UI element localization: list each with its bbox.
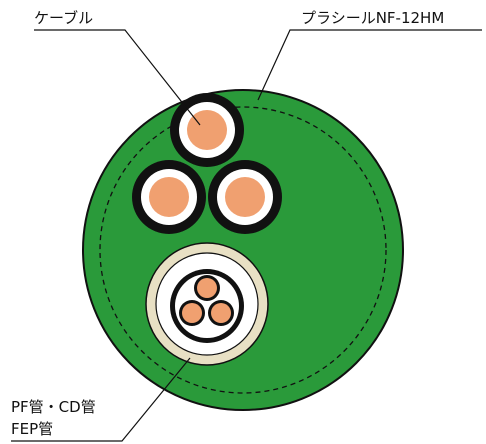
cable-bottom-left [132, 160, 206, 234]
leader-line-cable [34, 29, 201, 126]
sheath-label: プラシールNF-12HM [301, 9, 445, 27]
leader-line-sheath [257, 29, 482, 101]
pipe-label-line1: PF管・CD管 [11, 398, 96, 416]
pipe-label-line2: FEP管 [11, 420, 54, 438]
leader-line-pipe [11, 357, 191, 442]
cable-label: ケーブル [34, 9, 94, 27]
dashed-inner-boundary [99, 106, 387, 394]
cable-top [170, 93, 244, 167]
pipe-assembly [145, 242, 269, 366]
cable-bottom-right [208, 160, 282, 234]
